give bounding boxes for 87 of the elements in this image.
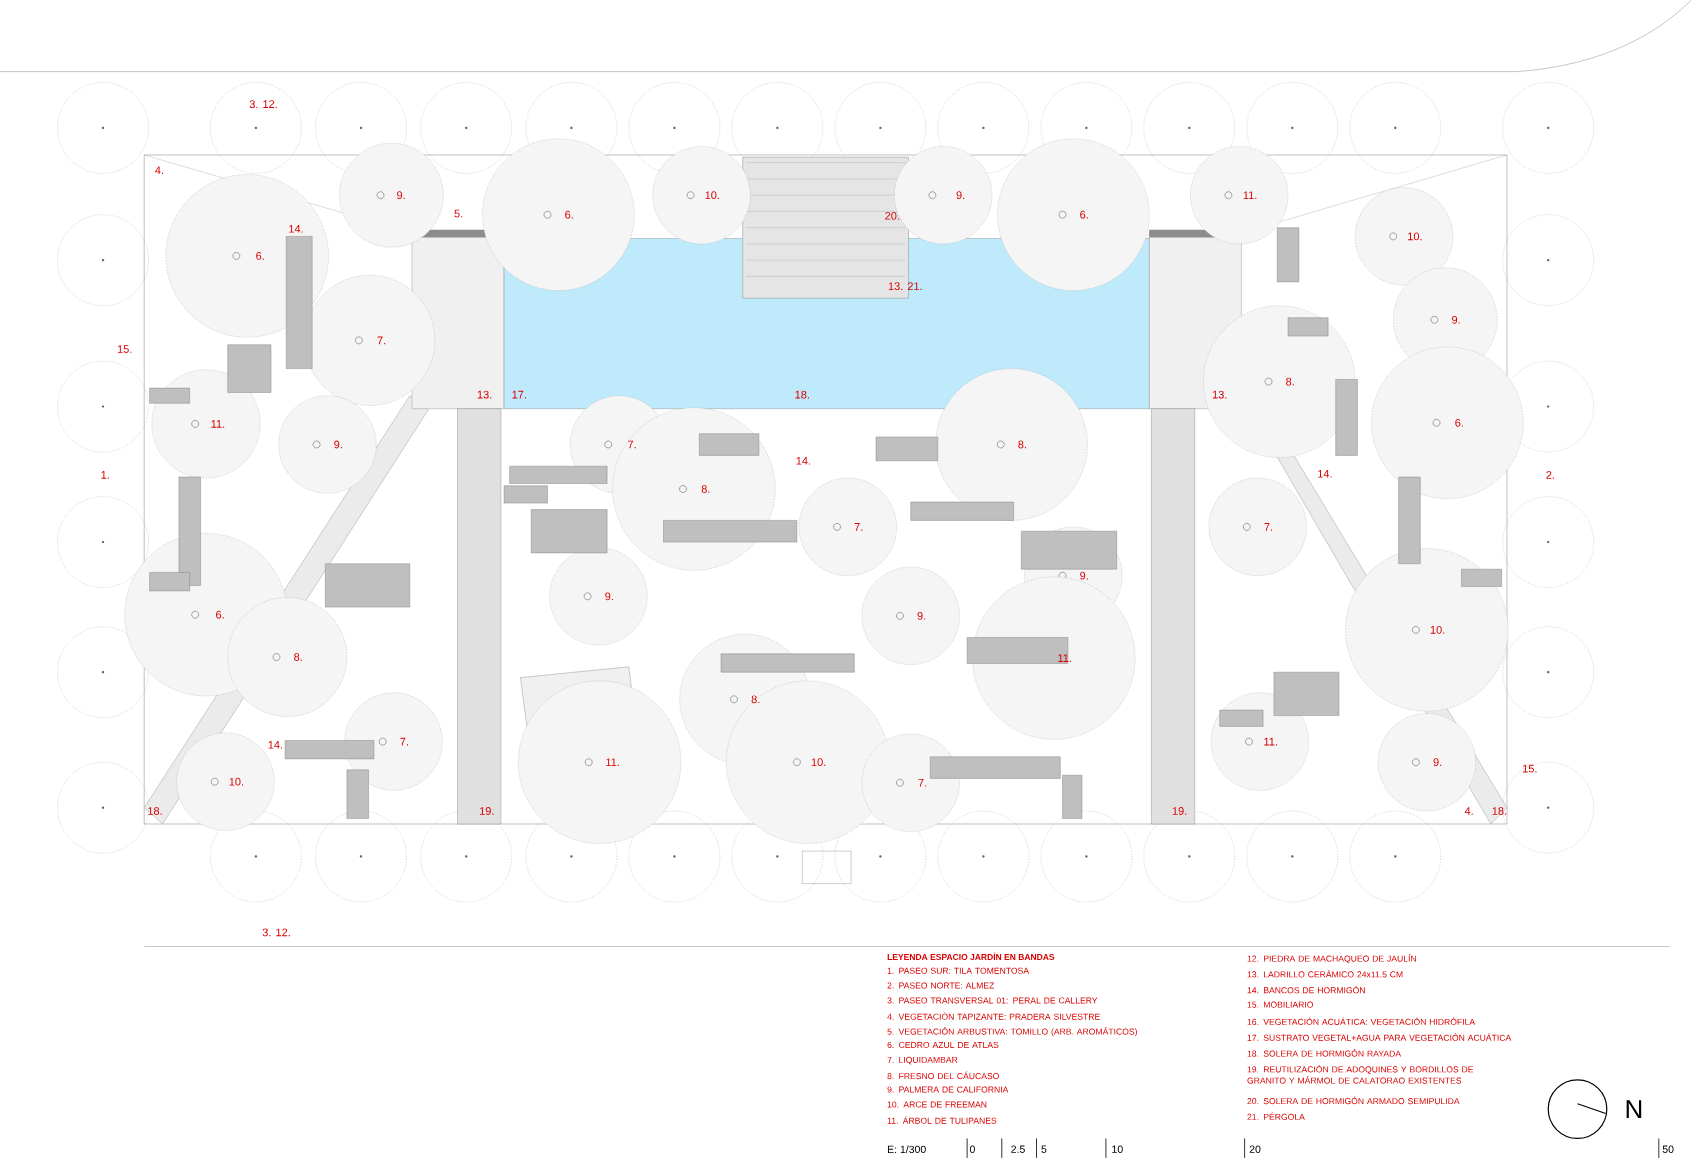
legend-item: 19. REUTILIZACIÓN DE ADOQUINES Y BORDILLOS DE GRANITO Y MÁRMOL DE CALATORAO EXISTENTES bbox=[1247, 1064, 1474, 1084]
legend-item: 14. BANCOS DE HORMIGÓN bbox=[1247, 985, 1365, 994]
callout-number: 15. bbox=[1523, 764, 1537, 773]
callout-number: 10. bbox=[811, 758, 826, 767]
callout-number: 2. bbox=[1546, 471, 1554, 479]
callout-number: 9. bbox=[956, 191, 965, 200]
scale-label: 0 bbox=[969, 1145, 975, 1153]
legend-item: 16. VEGETACIÓN ACUÁTICA: VEGETACIÓN HIDRÓFILA bbox=[1247, 1017, 1476, 1025]
legend-title: LEYENDA ESPACIO JARDÍN EN BANDAS bbox=[887, 952, 1055, 960]
callout-number: 18. bbox=[148, 807, 162, 815]
callout-number: 10. bbox=[229, 777, 244, 786]
callout-number: 11. bbox=[211, 420, 225, 428]
callout-number: 10. bbox=[1430, 626, 1445, 634]
callout-number: 7. bbox=[854, 523, 863, 531]
callout-number: 6. bbox=[565, 210, 573, 219]
callout-number: 4. bbox=[1464, 807, 1473, 815]
callout-number: 19. bbox=[1172, 807, 1187, 815]
legend-item: 5. VEGETACIÓN ARBUSTIVA: TOMILLO (ARB. AROMÁTICOS) bbox=[887, 1027, 1137, 1037]
callout-number: 6. bbox=[256, 252, 264, 260]
callout-number: 17. bbox=[512, 390, 526, 399]
callout-number: 7. bbox=[1264, 523, 1273, 531]
callout-number: 13. bbox=[1212, 390, 1227, 399]
legend-item: 9. PALMERA DE CALIFORNIA bbox=[887, 1086, 1009, 1093]
legend-item: 2. PASEO NORTE: ALMEZ bbox=[887, 982, 995, 989]
callout-number: 9. bbox=[1452, 315, 1460, 324]
legend-item: 15. MOBILIARIO bbox=[1247, 1001, 1314, 1008]
legend-item: 21. PÉRGOLA bbox=[1247, 1112, 1305, 1120]
callout-number: 11. bbox=[1058, 654, 1071, 662]
callout-number: 8. bbox=[1286, 377, 1294, 386]
callout-number: 11. bbox=[1264, 737, 1277, 746]
callout-number: 4. bbox=[155, 166, 163, 174]
scale-label: 20 bbox=[1249, 1145, 1261, 1153]
callout-number: 6. bbox=[1080, 210, 1088, 219]
callout-number: 7. bbox=[918, 779, 927, 787]
callout-number: 3. 12. bbox=[249, 100, 277, 108]
callout-number: 14. bbox=[268, 741, 283, 749]
legend-item: 3. PASEO TRANSVERSAL 01: PERAL DE CALLERY bbox=[887, 997, 1098, 1004]
callout-number: 11. bbox=[1243, 191, 1257, 199]
callout-number: 7. bbox=[377, 336, 386, 345]
callout-number: 9. bbox=[334, 440, 342, 449]
legend-item: 18. SOLERA DE HORMIGÓN RAYADA bbox=[1247, 1049, 1401, 1057]
callout-number: 10. bbox=[705, 191, 719, 200]
legend-item: 4. VEGETACIÓN TAPIZANTE: PRADERA SILVESTRE bbox=[887, 1012, 1100, 1020]
callout-number: 8. bbox=[701, 485, 710, 493]
legend-item: 12. PIEDRA DE MACHAQUEO DE JAULÍN bbox=[1247, 954, 1416, 964]
callout-number: 8. bbox=[751, 695, 760, 704]
callout-number: 14. bbox=[796, 457, 811, 465]
callout-number: 7. bbox=[628, 440, 636, 449]
callout-number: 11. bbox=[606, 758, 619, 766]
callout-number: 13. bbox=[477, 390, 492, 399]
callout-number: 9. bbox=[917, 611, 926, 620]
callout-number: 6. bbox=[1455, 418, 1463, 427]
callout-number: 14. bbox=[1318, 470, 1332, 478]
scale-label: 50 bbox=[1662, 1145, 1674, 1153]
callout-number: 9. bbox=[397, 191, 405, 200]
callout-number: 9. bbox=[1433, 758, 1442, 767]
callout-number: 1. bbox=[101, 471, 109, 479]
scale-label: E: 1/300 bbox=[887, 1145, 926, 1154]
scale-label: 2.5 bbox=[1011, 1145, 1025, 1153]
callout-number: 5. bbox=[454, 209, 463, 218]
callout-number: 3. 12. bbox=[262, 928, 290, 937]
callout-number: 7. bbox=[400, 737, 408, 746]
callout-number: 8. bbox=[294, 653, 302, 661]
callout-number: 9. bbox=[605, 592, 613, 601]
scale-label: 10 bbox=[1112, 1145, 1123, 1153]
legend-item: 8. FRESNO DEL CÁUCASO bbox=[887, 1071, 999, 1080]
legend-item: 13. LADRILLO CERÁMICO 24x11.5 CM bbox=[1247, 969, 1403, 978]
callout-number: 19. bbox=[480, 807, 494, 815]
callout-number: 20. bbox=[885, 211, 899, 220]
legend-item: 17. SUSTRATO VEGETAL+AGUA PARA VEGETACIÓN ACUÁTICA bbox=[1247, 1033, 1512, 1041]
callout-number: 6. bbox=[216, 610, 224, 619]
legend-item: 1. PASEO SUR: TILA TOMENTOSA bbox=[887, 967, 1029, 974]
callout-number: 10. bbox=[1408, 232, 1422, 241]
legend-item: 11. ÁRBOL DE TULIPANES bbox=[887, 1116, 997, 1124]
legend-item: 20. SOLERA DE HORMIGÓN ARMADO SEMIPULIDA bbox=[1247, 1096, 1460, 1105]
callout-number: 8. bbox=[1018, 440, 1026, 449]
legend-item: 6. CEDRO AZUL DE ATLAS bbox=[887, 1041, 999, 1048]
callout-number: 9. bbox=[1080, 571, 1088, 580]
callout-number: 18. bbox=[1492, 807, 1507, 815]
legend-item: 7. LIQUIDAMBAR bbox=[887, 1056, 958, 1065]
scale-label: 5 bbox=[1041, 1145, 1047, 1153]
north-label: N bbox=[1626, 1100, 1642, 1119]
callout-number: 18. bbox=[795, 390, 809, 399]
callout-number: 14. bbox=[289, 225, 303, 233]
callout-number: 13. 21. bbox=[888, 282, 922, 291]
callout-number: 15. bbox=[117, 345, 132, 353]
legend-item: 10. ARCE DE FREEMAN bbox=[887, 1101, 987, 1108]
